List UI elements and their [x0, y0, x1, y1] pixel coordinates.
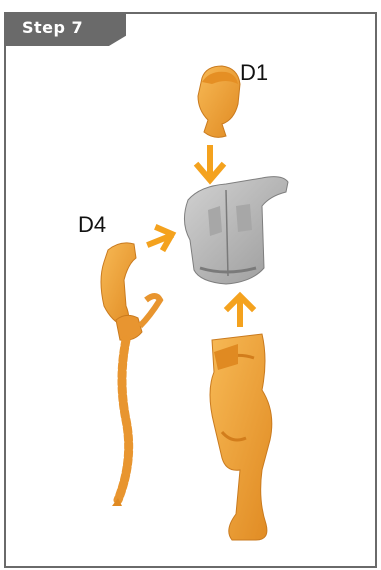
arrow-up-icon	[228, 296, 252, 324]
legs-part	[210, 334, 272, 540]
arrow-right-icon	[150, 228, 172, 248]
arm-part-d4	[101, 243, 160, 506]
head-part-d1	[198, 66, 240, 137]
torso-part	[184, 177, 288, 284]
arrow-down-icon	[198, 148, 222, 180]
